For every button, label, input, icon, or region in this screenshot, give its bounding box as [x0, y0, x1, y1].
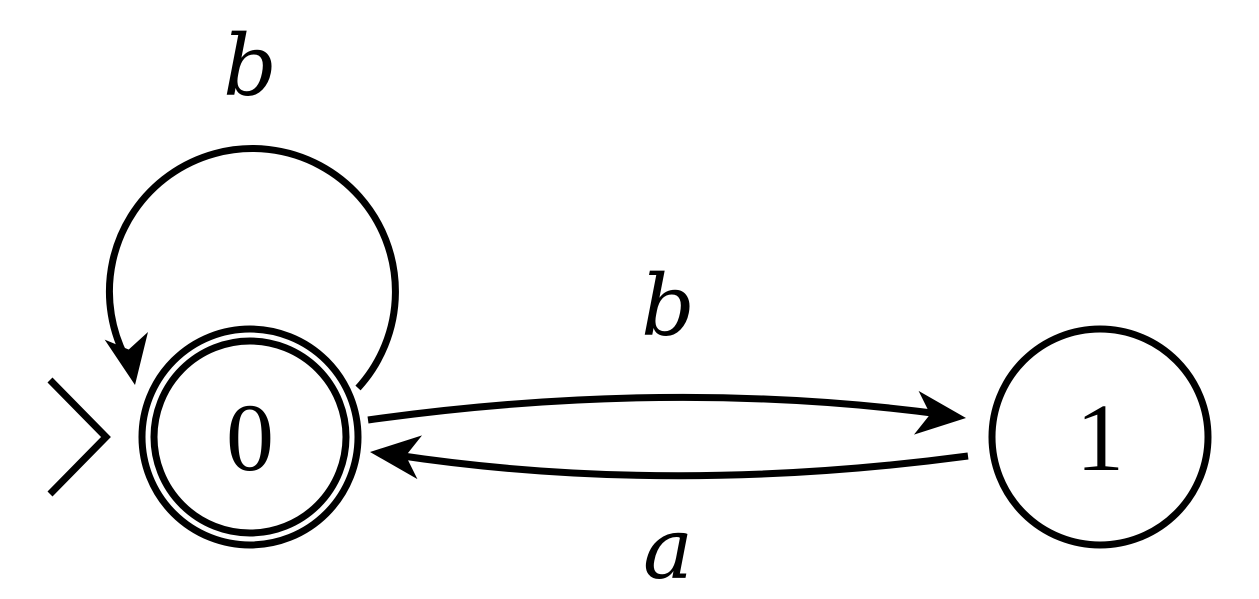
start-marker: [47, 377, 111, 497]
edge-1-to-0: a: [367, 430, 969, 598]
state-0-label: 0: [226, 384, 274, 491]
edge-0-1-label: b: [641, 257, 695, 355]
state-1-label: 1: [1076, 384, 1124, 491]
self-loop-0: b: [104, 17, 399, 391]
self-loop-label: b: [223, 17, 277, 115]
edge-0-to-1: b: [367, 257, 969, 440]
state-0: 0: [138, 325, 362, 549]
edge-1-0-label: a: [643, 500, 693, 598]
state-1: 1: [988, 325, 1212, 549]
